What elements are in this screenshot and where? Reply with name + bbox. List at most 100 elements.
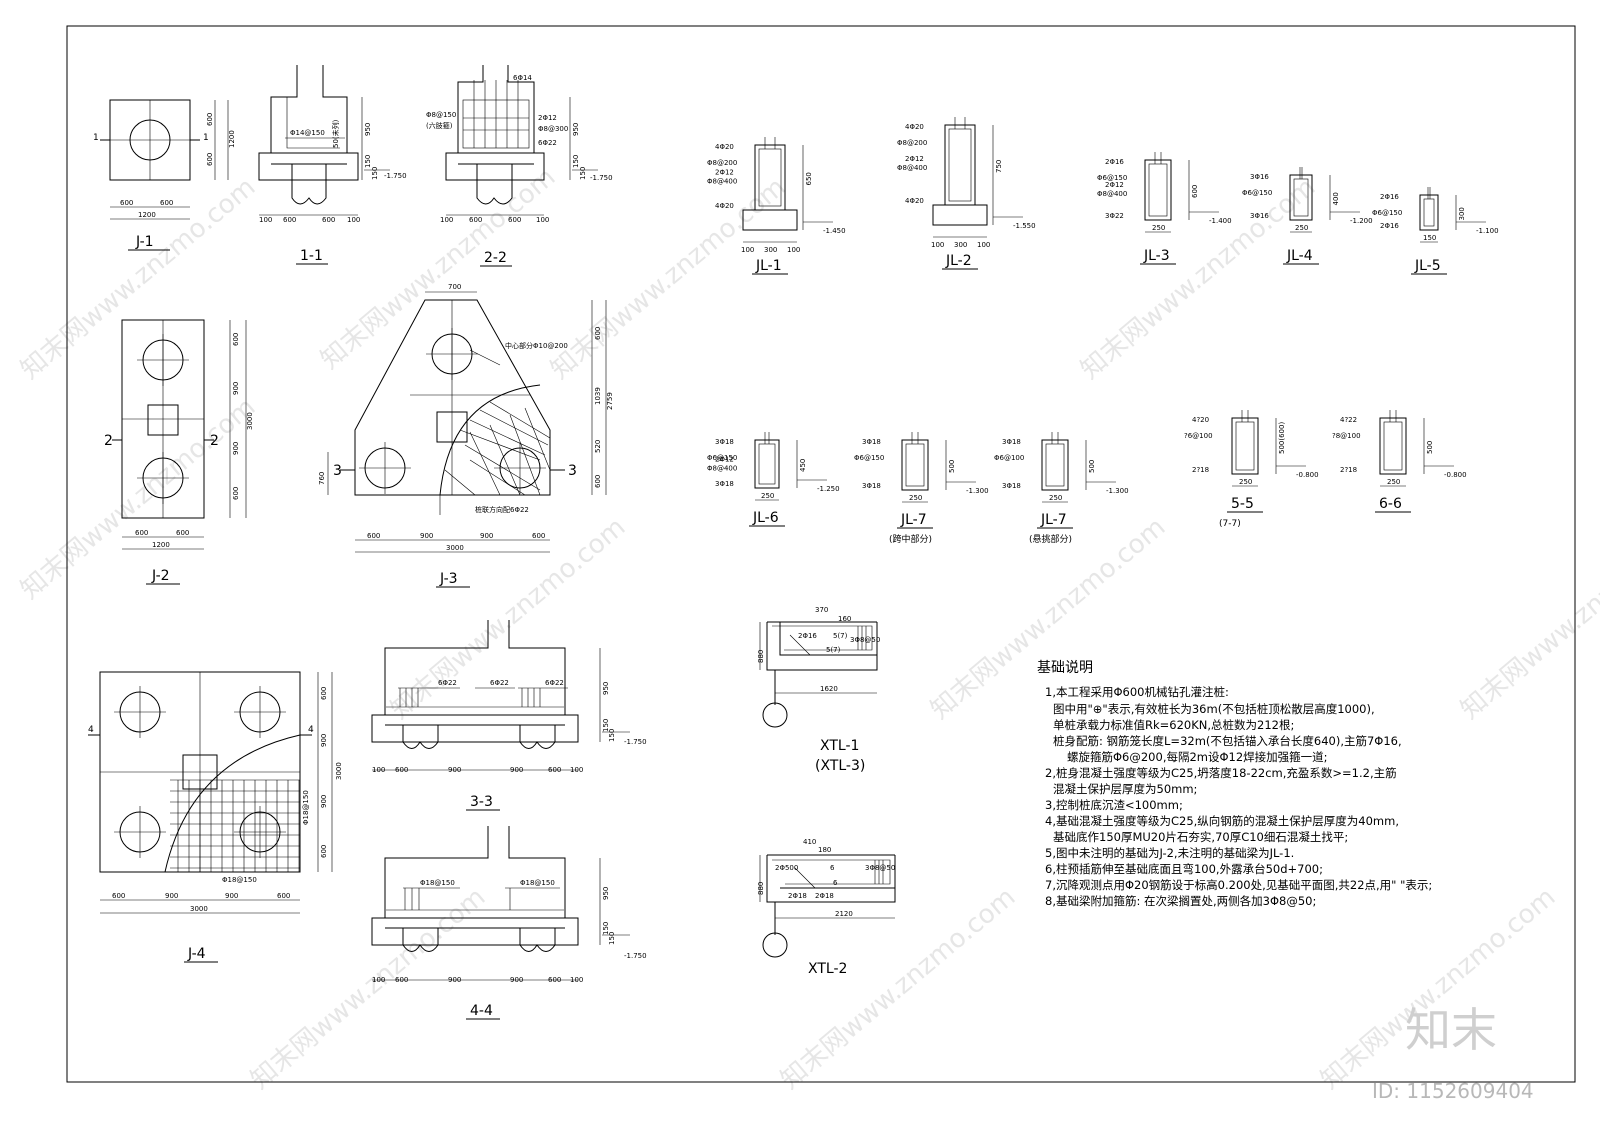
dim: 150 <box>602 922 610 935</box>
elevation: -1.750 <box>624 952 647 960</box>
rebar-note: Φ8@150 <box>426 111 456 119</box>
rebar-note: 4?22 <box>1340 416 1357 424</box>
dim: 600 <box>594 475 602 488</box>
detail-label: J-4 <box>187 946 206 962</box>
dim: 600 <box>176 529 189 537</box>
detail-sublabel: (悬挑部分) <box>1029 533 1072 545</box>
elevation: -1.100 <box>1476 227 1499 235</box>
dim: 950 <box>572 123 580 136</box>
section-label: 1-1 <box>300 248 323 264</box>
dim: 600 <box>120 199 133 207</box>
watermark-layer: 知末网www.znzmo.com 知末网www.znzmo.com 知末网www… <box>15 162 1600 1095</box>
note-line: 7,沉降观测点用Φ20钢筋设于标高0.200处,见基础平面图,共22点,用" "… <box>1045 878 1432 892</box>
dim: 900 <box>448 976 461 984</box>
rebar-note: Φ8@200 <box>897 139 927 147</box>
dim: 250 <box>1387 478 1400 486</box>
note-line: 8,基础梁附加箍筋: 在次梁搁置处,两侧各加3Φ8@50; <box>1045 894 1316 908</box>
section-3-3: 6Φ22 6Φ22 6Φ22 950 150 150 -1.750 100 60… <box>371 620 647 811</box>
dim: 100 <box>977 241 990 249</box>
rebar-note: Φ6@150 <box>854 454 884 462</box>
rebar-note: 3Φ18 <box>1002 482 1021 490</box>
dim: 160 <box>838 615 851 623</box>
rebar-note: 3Φ22 <box>1105 212 1124 220</box>
detail-label: J-2 <box>151 568 170 584</box>
section-mark: 4 <box>308 725 314 735</box>
rebar-note: 桩联方向配6Φ22 <box>475 505 529 514</box>
dim: 300 <box>954 241 967 249</box>
dim: 950 <box>364 123 372 136</box>
rebar-note: Φ6@100 <box>994 454 1024 462</box>
rebar-note: 6Φ22 <box>538 139 557 147</box>
rebar-note: 3Φ18 <box>862 438 881 446</box>
detail-label: 6-6 <box>1379 496 1402 512</box>
rebar-note: 2Φ12 <box>715 168 734 176</box>
dim: 600 <box>135 529 148 537</box>
elevation: -1.200 <box>1350 217 1373 225</box>
rebar-note: 2?18 <box>1192 466 1209 474</box>
dim: 250 <box>1152 224 1165 232</box>
rebar-note: 2Φ12 <box>715 456 734 464</box>
dim: 1620 <box>820 685 838 693</box>
dim: 400 <box>1332 192 1340 205</box>
rebar-note: Φ8@200 <box>707 159 737 167</box>
watermark-text: 知末网www.znzmo.com <box>1455 512 1600 725</box>
dim: 3000 <box>190 905 208 913</box>
rebar-note: Φ6@150 <box>1097 174 1127 182</box>
dim: 150 <box>608 729 616 742</box>
note-line: 5,图中未注明的基础为J-2,未注明的基础梁为JL-1. <box>1045 846 1294 860</box>
rebar-note: 2Φ500 <box>775 864 798 872</box>
dim: 3000 <box>446 544 464 552</box>
detail-label: JL-4 <box>1286 248 1313 264</box>
rebar-note: 2Φ16 <box>798 632 817 640</box>
elevation: -1.750 <box>590 174 613 182</box>
detail-label: JL-3 <box>1143 248 1170 264</box>
dim: 900 <box>225 892 238 900</box>
detail-label: JL-2 <box>945 253 972 269</box>
rebar-note: 2Φ18 <box>788 892 807 900</box>
rebar-note: Φ8@400 <box>897 164 927 172</box>
detail-j2: 2 2 600 900 900 600 3000 600 600 1200 J-… <box>104 319 254 585</box>
note-line: 桩身配筋: 钢筋笼长度L=32m(不包括锚入承台长度640),主筋7Φ16, <box>1053 734 1402 748</box>
dim: 900 <box>480 532 493 540</box>
rebar-note: 6Φ22 <box>490 679 509 687</box>
dim: 150 <box>371 167 379 180</box>
dim: 3000 <box>246 412 254 430</box>
rebar-note: 5(7) <box>826 646 841 654</box>
dim: 600 <box>206 113 214 126</box>
watermark-text: 知末网www.znzmo.com <box>15 172 261 385</box>
rebar-note: 4Φ20 <box>715 143 734 151</box>
rebar-note: Φ6@150 <box>1372 209 1402 217</box>
detail-label: JL-5 <box>1414 258 1441 274</box>
dim: 880 <box>757 882 765 895</box>
watermark-text: 知末网www.znzmo.com <box>1075 172 1321 385</box>
dim: 1200 <box>138 211 156 219</box>
section-mark: 3 <box>333 463 342 479</box>
detail-label: JL-7 <box>1040 512 1067 528</box>
dim: 950 <box>602 682 610 695</box>
dim: 1200 <box>228 130 236 148</box>
dim: 1039 <box>594 387 602 405</box>
rebar-note: 4?20 <box>1192 416 1209 424</box>
dim: 100 <box>741 246 754 254</box>
note-line: 1,本工程采用Φ600机械钻孔灌注桩: <box>1045 685 1229 699</box>
dim: 100 <box>570 976 583 984</box>
rebar-note: 2Φ18 <box>815 892 834 900</box>
elevation: -0.800 <box>1296 471 1319 479</box>
rebar-note: 2Φ16 <box>1105 158 1124 166</box>
rebar-note: 3Φ8@50 <box>865 864 895 872</box>
rebar-note: 2?18 <box>1340 466 1357 474</box>
rebar-note: 2Φ16 <box>1380 222 1399 230</box>
dim: 600 <box>320 687 328 700</box>
detail-j1: 1 1 600 600 1200 600 600 1200 J-1 <box>93 99 236 251</box>
section-mark: 2 <box>104 433 113 449</box>
dim: 500 <box>1088 460 1096 473</box>
rebar-note: 3Φ18 <box>715 480 734 488</box>
dim: 600 <box>395 976 408 984</box>
watermark-logo: 知末 <box>1405 1003 1497 1057</box>
dim: 900 <box>420 532 433 540</box>
note-line: 基础底作150厚MU20片石夯实,70厚C10细石混凝土找平; <box>1053 830 1348 844</box>
watermark-text: 知末网www.znzmo.com <box>15 392 261 605</box>
dim: 900 <box>320 734 328 747</box>
rebar-note: Φ8@400 <box>1097 190 1127 198</box>
